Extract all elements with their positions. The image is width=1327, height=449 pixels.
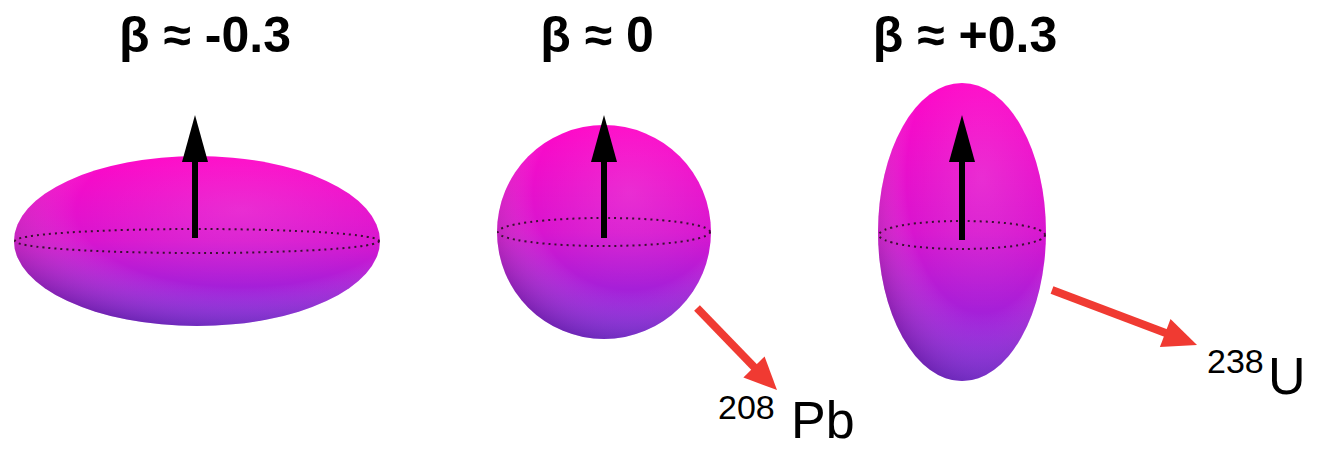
deformation-value: β ≈ +0.3 [873,10,1057,60]
pointer-shaft [697,308,756,369]
element-symbol: Pb [791,394,855,446]
spherical-nucleus [497,115,711,339]
ellipsoid-shading [14,156,380,326]
prolate-nucleus [878,83,1046,381]
pointer-arrow [697,308,777,390]
axis-arrowhead [949,115,975,162]
pointer-shaft [1052,290,1167,334]
pointer-head [743,356,777,390]
ellipsoid-body [14,156,380,326]
ellipsoid-body [878,83,1046,381]
mass-number: 208 [718,390,775,424]
deformation-value: β ≈ -0.3 [119,10,291,60]
symmetry-axis [601,158,607,238]
mass-number: 238 [1207,344,1264,378]
pointer-head [1160,319,1197,347]
deformation-value: β ≈ 0 [540,10,654,60]
symmetry-axis [959,158,965,240]
element-symbol: U [1268,350,1306,402]
symmetry-axis [192,158,198,238]
axis-arrowhead [591,115,617,162]
axis-arrowhead [182,115,208,162]
pointer-arrow [1052,290,1197,347]
ellipsoid-shading [878,83,1046,381]
oblate-nucleus [14,115,380,326]
